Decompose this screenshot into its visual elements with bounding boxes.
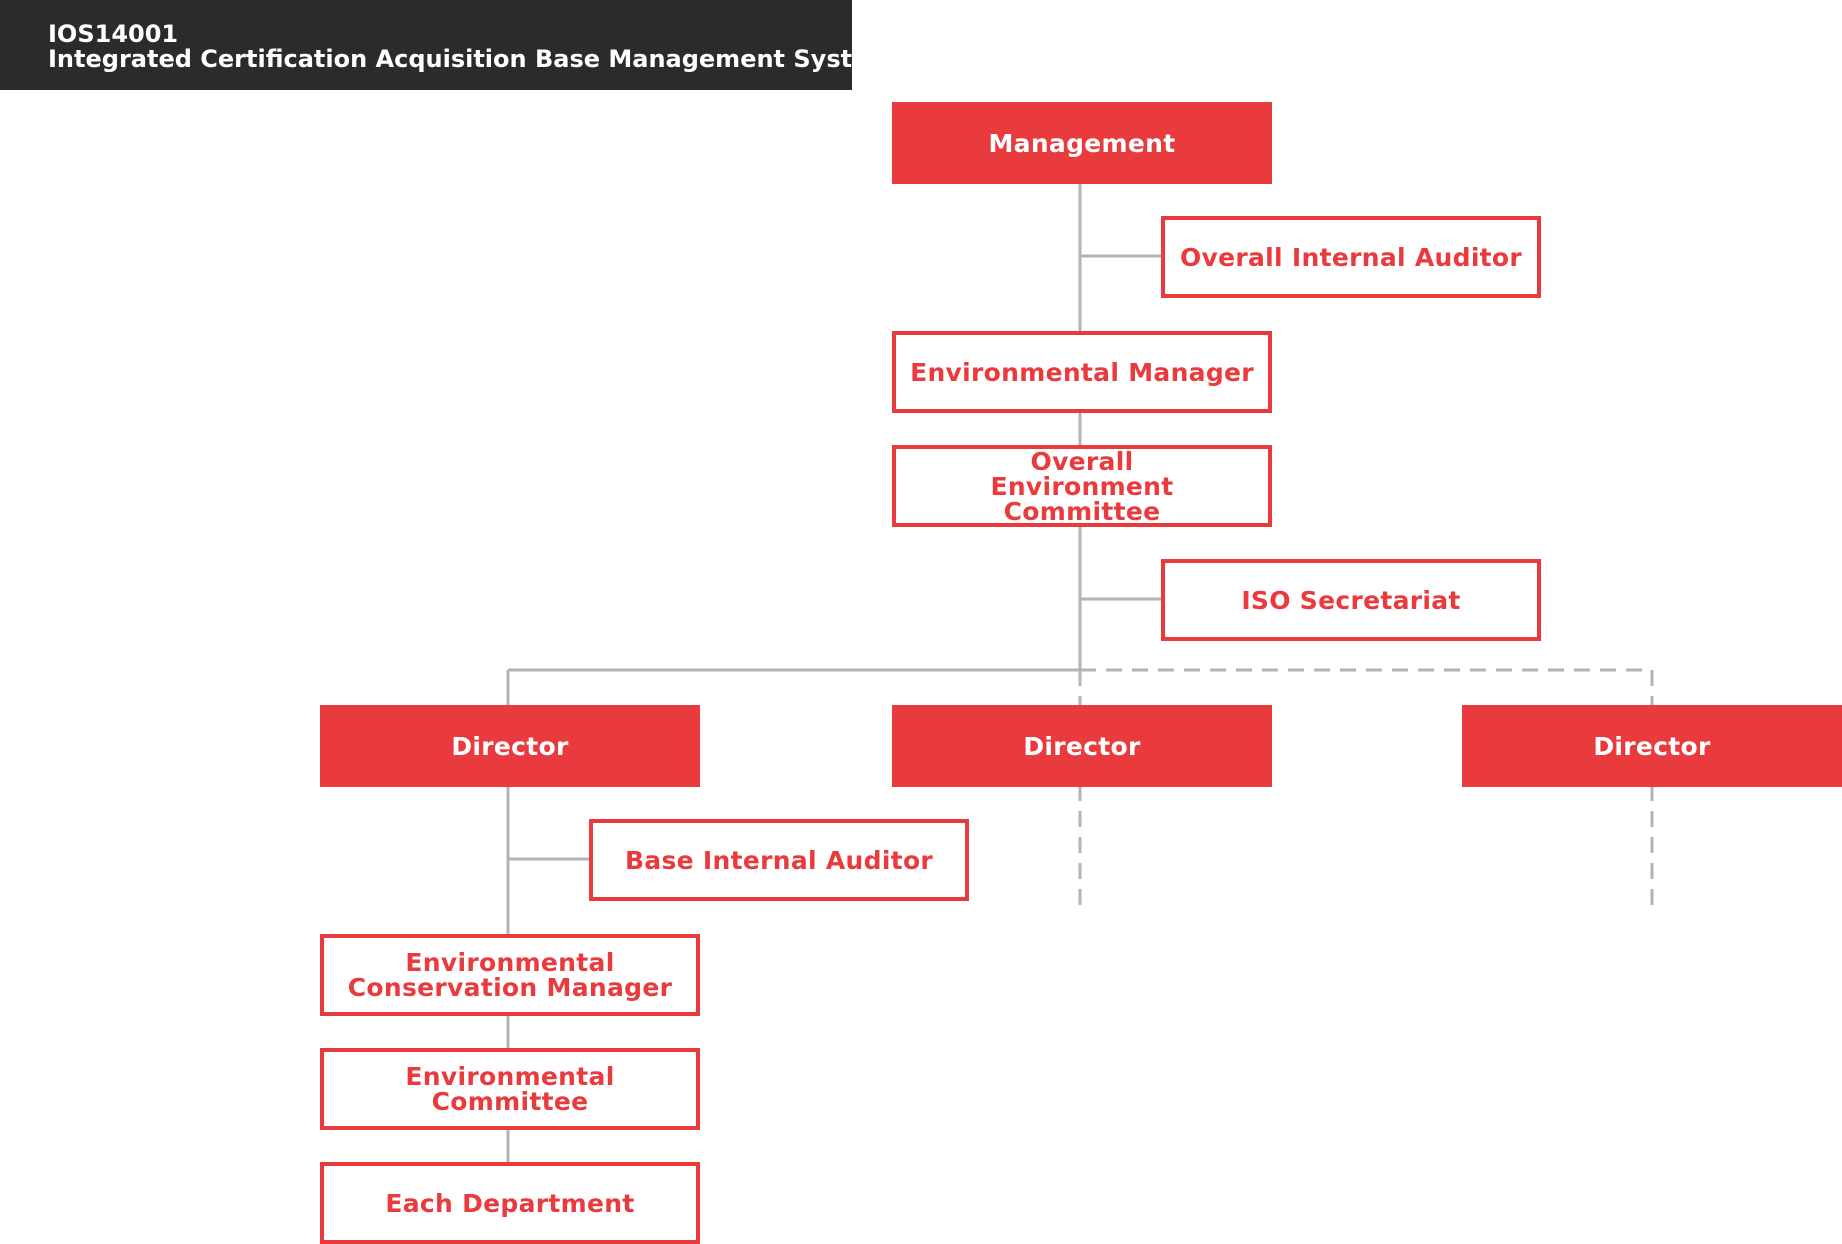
node-overall-internal-auditor: Overall Internal Auditor xyxy=(1161,216,1541,298)
node-management-label: Management xyxy=(988,128,1176,158)
node-management: Management xyxy=(892,102,1272,184)
node-environmental-committee-label: Environmental Committee xyxy=(405,1062,615,1116)
node-environmental-committee: Environmental Committee xyxy=(320,1048,700,1130)
node-overall-environment-committee-label: Overall Environment Committee xyxy=(990,446,1174,526)
node-base-internal-auditor: Base Internal Auditor xyxy=(589,819,969,901)
header-standard: IOS14001 xyxy=(48,20,179,48)
node-base-internal-auditor-label: Base Internal Auditor xyxy=(624,845,934,875)
node-environmental-conservation-manager-label: Environmental Conservation Manager xyxy=(347,948,673,1002)
node-director-1: Director xyxy=(320,705,700,787)
node-director-3-label: Director xyxy=(1593,731,1711,761)
node-overall-environment-committee: Overall Environment Committee xyxy=(892,445,1272,527)
node-each-department-label: Each Department xyxy=(385,1188,635,1218)
node-director-2-label: Director xyxy=(1023,731,1141,761)
node-environmental-manager-label: Environmental Manager xyxy=(910,357,1254,387)
node-each-department: Each Department xyxy=(320,1162,700,1244)
node-environmental-conservation-manager: Environmental Conservation Manager xyxy=(320,934,700,1016)
node-overall-internal-auditor-label: Overall Internal Auditor xyxy=(1179,242,1523,272)
node-iso-secretariat-label: ISO Secretariat xyxy=(1241,585,1461,615)
node-director-1-label: Director xyxy=(451,731,569,761)
header-title: Integrated Certification Acquisition Bas… xyxy=(48,45,894,73)
page-header: IOS14001 Integrated Certification Acquis… xyxy=(0,0,894,90)
node-iso-secretariat: ISO Secretariat xyxy=(1161,559,1541,641)
node-director-3: Director xyxy=(1462,705,1842,787)
node-environmental-manager: Environmental Manager xyxy=(892,331,1272,413)
node-director-2: Director xyxy=(892,705,1272,787)
